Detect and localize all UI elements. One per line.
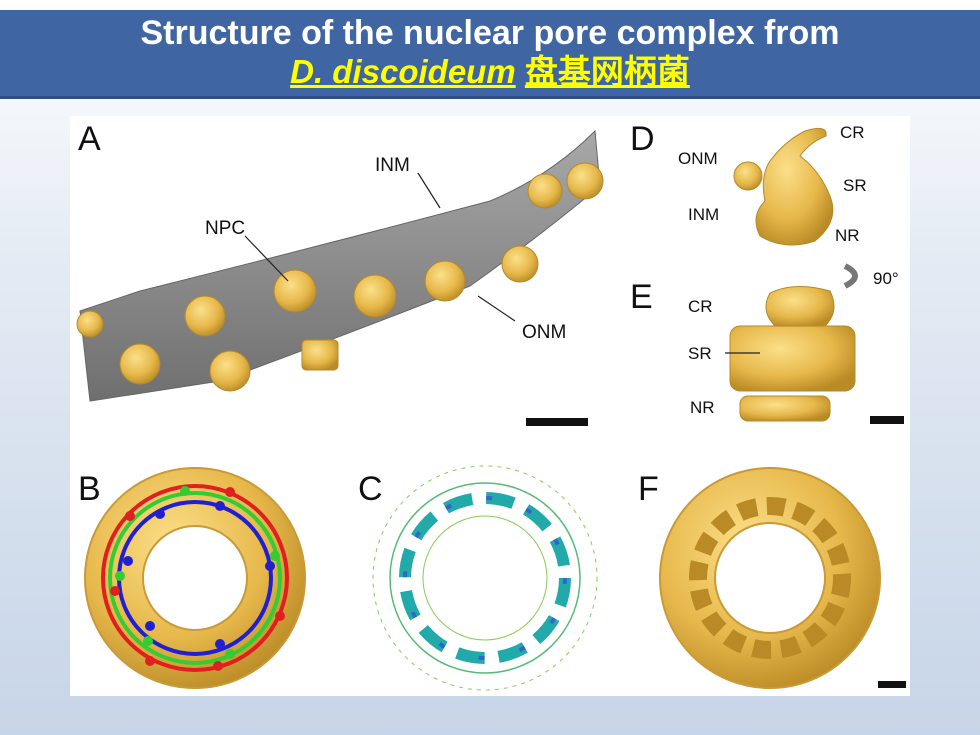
- label-cr-e: CR: [688, 297, 713, 316]
- ring-green: [108, 491, 282, 665]
- panel-label-c: C: [358, 470, 383, 508]
- label-onm-a: ONM: [522, 322, 566, 343]
- panel-label-a: A: [78, 120, 101, 158]
- label-nr-d: NR: [835, 226, 860, 245]
- panel-d: [733, 127, 834, 246]
- npc-particles: [76, 162, 604, 392]
- panel-f: [659, 467, 906, 689]
- label-npc: NPC: [205, 218, 245, 239]
- npc-figure: A B C D E F INM NPC ONM CR ONM SR INM NR…: [70, 116, 910, 696]
- species-chinese-name: 盘基网柄菌: [524, 52, 690, 91]
- panel-label-f: F: [638, 470, 659, 508]
- panel-label-b: B: [78, 470, 101, 508]
- label-cr-d: CR: [840, 123, 865, 142]
- figure-panels: A B C D E F INM NPC ONM CR ONM SR INM NR…: [76, 120, 906, 691]
- panel-e: [725, 263, 904, 424]
- label-inm-d: INM: [688, 205, 719, 224]
- scale-bar-f: [878, 681, 906, 688]
- slide-title-bar: Structure of the nuclear pore complex fr…: [0, 10, 980, 99]
- scale-bar-e: [870, 416, 904, 424]
- panel-c: [372, 465, 598, 691]
- slide-title: Structure of the nuclear pore complex fr…: [140, 14, 840, 52]
- label-nr-e: NR: [690, 398, 715, 417]
- species-name: D. discoideum: [290, 53, 516, 90]
- label-onm-d: ONM: [678, 149, 718, 168]
- label-inm-a: INM: [375, 155, 410, 176]
- panel-label-d: D: [630, 120, 655, 158]
- panel-b: [84, 467, 306, 689]
- label-rotation: 90°: [873, 269, 899, 288]
- label-sr-e: SR: [688, 344, 712, 363]
- scale-bar-a: [526, 418, 588, 426]
- label-sr-d: SR: [843, 176, 867, 195]
- panel-a: [76, 129, 604, 426]
- ring-red: [101, 484, 289, 672]
- slide-subtitle: D. discoideum 盘基网柄菌: [0, 53, 980, 91]
- panel-label-e: E: [630, 278, 653, 316]
